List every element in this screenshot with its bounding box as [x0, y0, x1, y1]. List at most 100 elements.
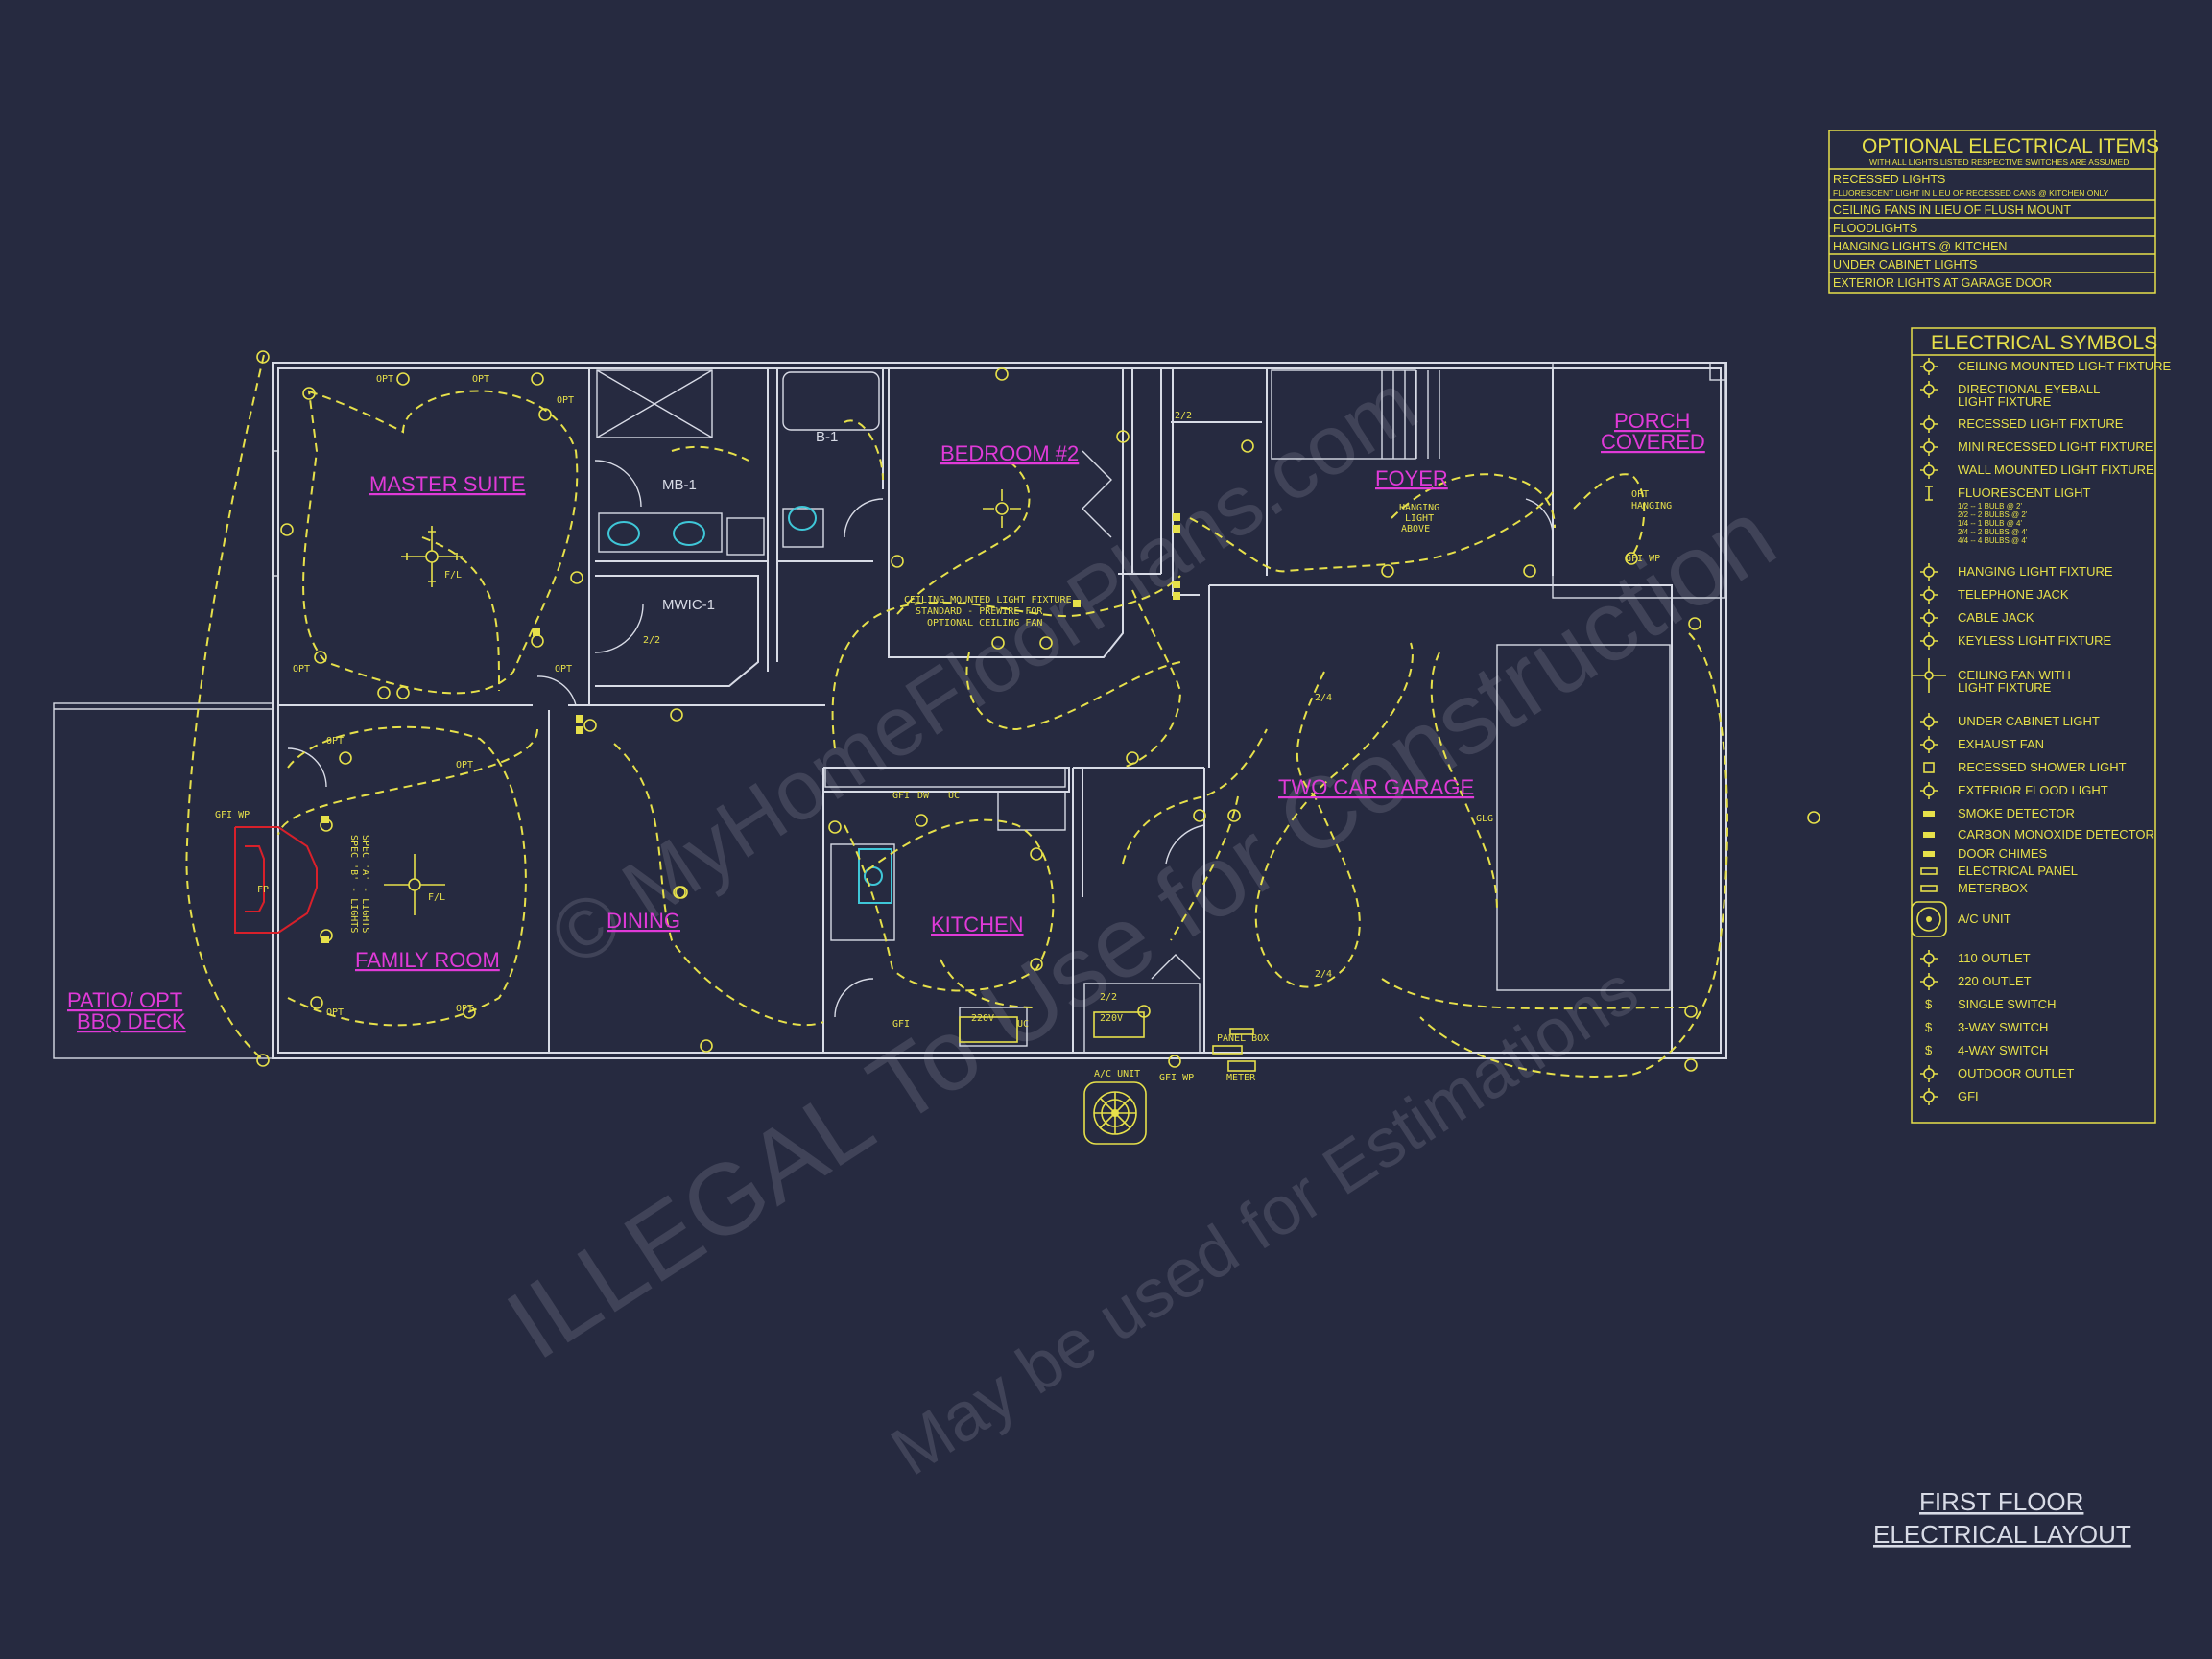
label-gfi-wp: GFI WP [215, 810, 250, 820]
legend-label: CABLE JACK [1958, 610, 2034, 625]
ceiling-light-icon [983, 489, 1021, 528]
outlet-icons [256, 350, 1820, 1072]
legend-row-keyless-light: KEYLESS LIGHT FIXTURE [1920, 632, 2111, 650]
hanging-note-2: LIGHT [1405, 513, 1434, 524]
label-opt: OPT [293, 664, 310, 675]
label-opt: OPT [456, 760, 473, 770]
plan-symbols [256, 350, 1820, 1145]
shower-light-icon [1923, 762, 1935, 773]
legend-label: 4-WAY SWITCH [1958, 1043, 2048, 1057]
fluorescent-note: 2/4 -- 2 BULBS @ 4' [1958, 528, 2028, 536]
telephone-jack-icon [1920, 586, 1938, 604]
label-opt: OPT [326, 736, 344, 747]
legend-label: DOOR CHIMES [1958, 846, 2048, 861]
optional-item-5: HANGING LIGHTS @ KITCHEN [1833, 240, 2007, 253]
fireplace: FP [234, 826, 318, 934]
legend-label: TELEPHONE JACK [1958, 587, 2069, 602]
legend-row-meterbox: METERBOX [1920, 881, 2028, 895]
optional-items-table: OPTIONAL ELECTRICAL ITEMS WITH ALL LIGHT… [1828, 130, 2159, 294]
meterbox-icon [1227, 1060, 1256, 1072]
legend-row-door-chimes: DOOR CHIMES [1923, 846, 2048, 861]
ceiling-note-2: STANDARD - PREWIRE FOR [916, 606, 1043, 617]
legend-label: KEYLESS LIGHT FIXTURE [1958, 633, 2111, 648]
legend-label: METERBOX [1958, 881, 2028, 895]
spec-lights-a: SPEC 'A' - LIGHTS [360, 835, 370, 933]
optional-items-title: OPTIONAL ELECTRICAL ITEMS [1862, 135, 2159, 157]
room-patio-line1: PATIO/ OPT [67, 988, 182, 1012]
optional-items-subtitle: WITH ALL LIGHTS LISTED RESPECTIVE SWITCH… [1869, 157, 2129, 167]
label-gfi-wp: GFI WP [1159, 1073, 1194, 1083]
label-dw: DW [917, 791, 930, 801]
legend-label: DIRECTIONAL EYEBALL [1958, 382, 2100, 396]
label-meter: METER [1226, 1073, 1256, 1083]
legend-label: RECESSED SHOWER LIGHT [1958, 760, 2127, 774]
title-line2: ELECTRICAL LAYOUT [1873, 1520, 2131, 1549]
optional-item-3: CEILING FANS IN LIEU OF FLUSH MOUNT [1833, 203, 2071, 217]
keyless-light-icon [1920, 632, 1938, 650]
label-gfi-wp: GFI WP [1626, 554, 1660, 564]
legend-label: OUTDOOR OUTLET [1958, 1066, 2074, 1080]
hanging-note-1: HANGING [1399, 503, 1439, 513]
hanging-light-icon [1920, 563, 1938, 581]
legend-row-electrical-panel: ELECTRICAL PANEL [1920, 864, 2078, 878]
gfi-icon [1920, 1088, 1938, 1105]
ceiling-note-3: OPTIONAL CEILING FAN [927, 618, 1042, 628]
legend-label: ELECTRICAL PANEL [1958, 864, 2078, 878]
room-patio-line2: BBQ DECK [77, 1009, 186, 1033]
wiring [185, 354, 1728, 1078]
legend-label: SINGLE SWITCH [1958, 997, 2057, 1011]
opt-hanging-1: OPT [1631, 489, 1649, 500]
legend-row-shower-light: RECESSED SHOWER LIGHT [1923, 760, 2127, 774]
label-24: 2/4 [1315, 693, 1332, 703]
room-labels: MASTER SUITE BEDROOM #2 FOYER PORCH COVE… [67, 409, 1705, 1033]
fluorescent-note: 1/2 -- 1 BULB @ 2' [1958, 502, 2022, 510]
legend-label: FLUORESCENT LIGHT [1958, 486, 2091, 500]
legend-row-co-detector: CARBON MONOXIDE DETECTOR [1923, 827, 2154, 841]
legend-row-single-switch: $SINGLE SWITCH [1925, 997, 2057, 1011]
legend-row-ac-unit: A/C UNIT [1911, 901, 2011, 937]
legend-row-four-way-switch: $4-WAY SWITCH [1925, 1043, 2048, 1057]
title-line1: FIRST FLOOR [1919, 1487, 2083, 1516]
legend-label: UNDER CABINET LIGHT [1958, 714, 2100, 728]
legend-title: ELECTRICAL SYMBOLS [1931, 332, 2157, 354]
plumbing-fixtures [607, 506, 892, 904]
optional-item-6: UNDER CABINET LIGHTS [1833, 258, 1978, 272]
title-block: FIRST FLOOR ELECTRICAL LAYOUT [1873, 1487, 2131, 1549]
room-dining: DINING [607, 909, 680, 933]
legend-row-hanging-light: HANGING LIGHT FIXTURE [1920, 563, 2113, 581]
optional-item-4: FLOODLIGHTS [1833, 222, 1917, 235]
label-220v: 220V [1100, 1013, 1123, 1024]
label-22: 2/2 [643, 635, 660, 646]
room-garage: TWO CAR GARAGE [1278, 775, 1474, 799]
cable-jack-icon [1920, 609, 1938, 627]
legend-label: SMOKE DETECTOR [1958, 806, 2075, 820]
legend-label: CEILING FAN WITH [1958, 668, 2071, 682]
room-bedroom-2: BEDROOM #2 [940, 441, 1079, 465]
legend-label: HANGING LIGHT FIXTURE [1958, 564, 2113, 579]
label-panel-box: PANEL BOX [1217, 1033, 1269, 1044]
label-b1: B-1 [816, 429, 838, 445]
door-chimes-icon [1923, 851, 1935, 857]
legend-label: GFI [1958, 1089, 1979, 1103]
fluorescent-note: 1/4 -- 1 BULB @ 4' [1958, 519, 2022, 528]
electrical-panel-icon [1212, 1045, 1243, 1055]
svg-text:$: $ [1925, 1020, 1933, 1034]
label-opt: OPT [472, 374, 489, 385]
under-cabinet-light-icon [1920, 713, 1938, 730]
ceiling-fan-icon [384, 854, 445, 915]
smoke-detector-icon [1923, 811, 1935, 817]
room-porch-line2: COVERED [1601, 430, 1705, 454]
legend-label: 3-WAY SWITCH [1958, 1020, 2048, 1034]
legend-row-outlet-220: 220 OUTLET [1920, 973, 2032, 990]
svg-text:$: $ [1925, 1043, 1933, 1057]
recessed-light-icon [1920, 415, 1938, 433]
legend-row-recessed-light: RECESSED LIGHT FIXTURE [1920, 415, 2124, 433]
legend-row-outlet-110: 110 OUTLET [1920, 950, 2031, 967]
room-master-suite: MASTER SUITE [369, 472, 526, 496]
ceiling-fan-icon [1912, 658, 1946, 693]
fluorescent-note: 4/4 -- 4 BULBS @ 4' [1958, 536, 2028, 545]
legend-label: WALL MOUNTED LIGHT FIXTURE [1958, 462, 2154, 477]
eyeball-light-icon [1920, 381, 1938, 398]
